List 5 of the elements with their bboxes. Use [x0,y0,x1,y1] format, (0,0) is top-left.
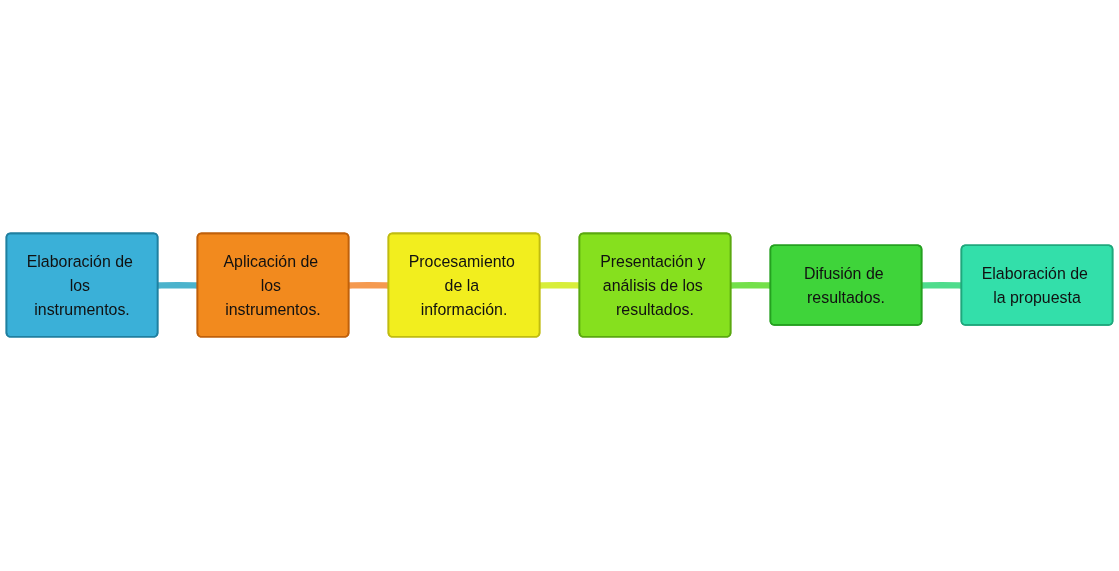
connector [348,282,389,290]
connector [921,282,962,290]
connector [157,282,198,290]
connector [730,282,771,290]
connector [539,282,580,290]
